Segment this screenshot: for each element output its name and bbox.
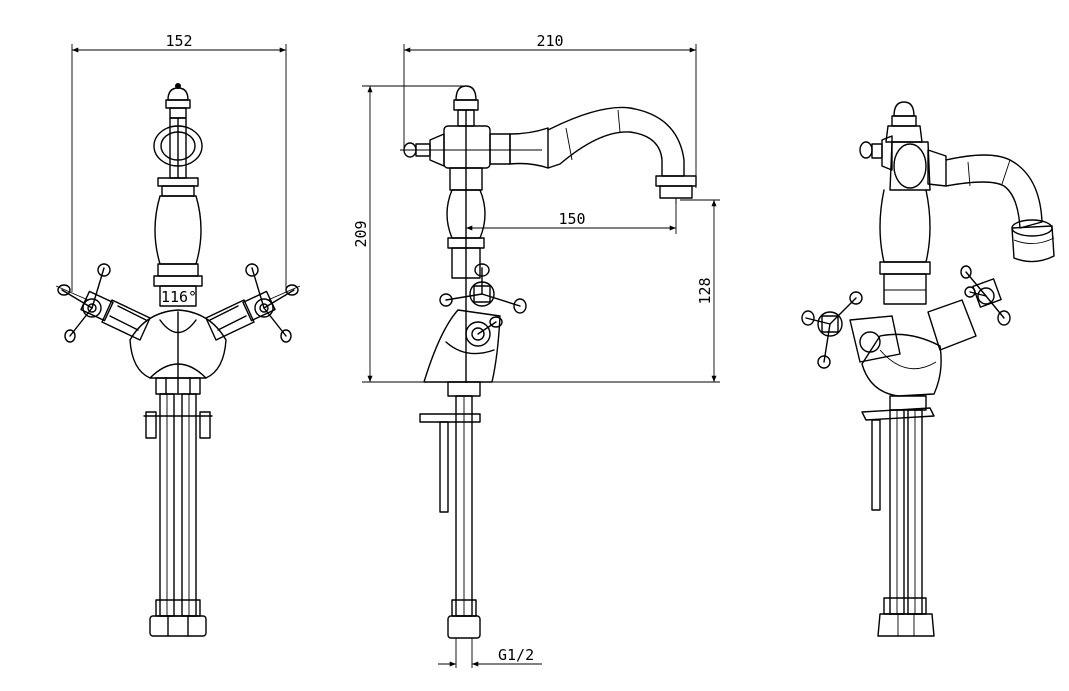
persp-right-handle (927, 265, 1011, 351)
dimension-height-total-label: 209 (352, 220, 370, 247)
front-top-finial (153, 83, 203, 179)
front-left-handle (55, 263, 151, 343)
front-supply-hoses (143, 377, 213, 637)
side-supply-hose (419, 381, 481, 639)
side-body-column (446, 109, 486, 383)
front-right-handle (205, 263, 301, 343)
dimension-width-front: 152 (71, 32, 287, 292)
persp-left-handle (801, 291, 901, 369)
front-base (129, 309, 227, 379)
side-spout-collar (400, 125, 549, 169)
front-view: 152 116° (55, 32, 301, 637)
dimension-length-total: 210 (403, 32, 697, 188)
persp-spout (945, 154, 1055, 263)
dimension-thread-label: G1/2 (498, 646, 534, 664)
front-body-column: 116° (153, 177, 203, 307)
dimension-height-total: 209 (352, 85, 466, 383)
dimension-reach-spout: 150 (466, 198, 677, 234)
side-spout (547, 106, 697, 204)
dimension-width-front-label: 152 (165, 32, 192, 50)
perspective-view (801, 101, 1055, 637)
dimension-reach-spout-label: 150 (558, 210, 585, 228)
persp-supply-hoses (861, 395, 935, 637)
dimension-angle-label: 116° (161, 288, 197, 306)
dimension-height-spout-label: 128 (696, 277, 714, 304)
persp-collar (859, 135, 947, 191)
dimension-height-spout: 128 (492, 199, 720, 383)
side-handle (439, 263, 527, 347)
side-view: 210 209 150 128 (352, 32, 720, 668)
persp-body-column (879, 189, 931, 305)
side-base (423, 309, 501, 383)
dimension-length-total-label: 210 (536, 32, 563, 50)
persp-base (861, 333, 942, 397)
dimension-thread: G1/2 (438, 638, 542, 668)
